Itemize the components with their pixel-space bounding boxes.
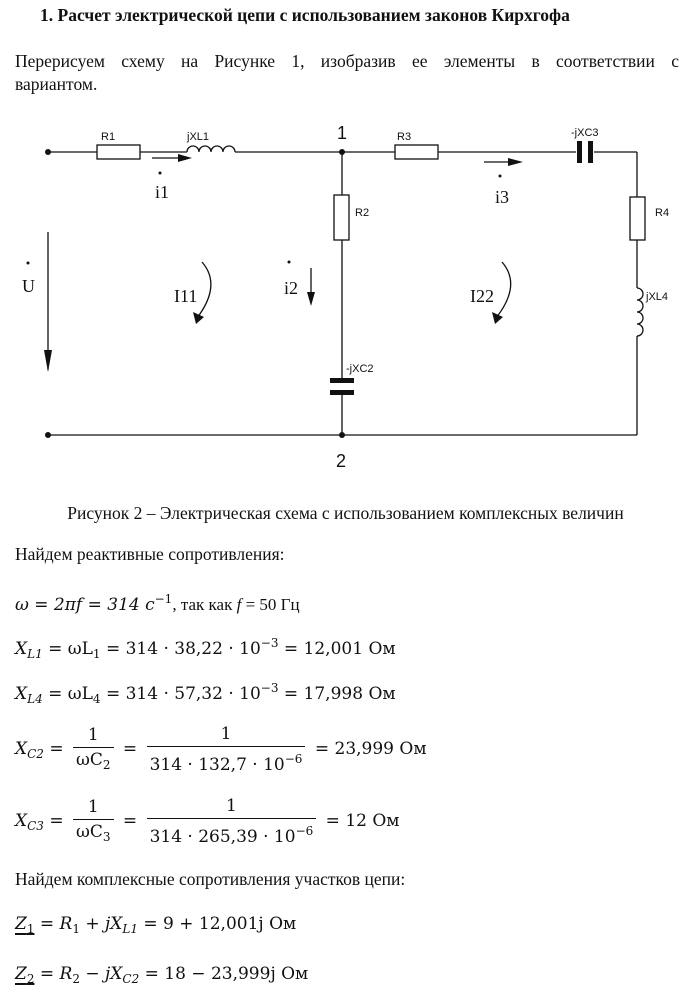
label-jxc3: -jXC3: [571, 127, 599, 139]
intro-line-2: вариантом.: [15, 74, 98, 94]
section-heading: 1. Расчет электрической цепи с использов…: [40, 5, 570, 25]
node-2-label: 2: [336, 451, 346, 471]
capacitor-c2-plate: [330, 378, 354, 383]
formula-xl1: XL1 = ωL1 = 314 · 38,22 · 10−3 = 12,001 …: [15, 636, 396, 661]
terminal: [45, 432, 51, 438]
formula-omega: ω = 2πf = 314 с−1, так как f = 50 Гц: [15, 592, 300, 615]
loop-arrow-i22: [495, 261, 512, 319]
current-i2-label: i2: [284, 278, 298, 298]
voltage-label: U: [22, 276, 35, 296]
figure-caption: Рисунок 2 – Электрическая схема с исполь…: [67, 503, 624, 523]
loop-current-i11-label: I11: [174, 286, 197, 306]
label-r4: R4: [655, 207, 669, 219]
current-i1-label: i1: [155, 182, 169, 202]
text-reactive: Найдем реактивные сопротивления:: [15, 544, 285, 564]
current-i3-label: i3: [495, 187, 509, 207]
label-r3: R3: [397, 131, 411, 143]
resistor-r3: [394, 144, 439, 160]
loop-current-i22-label: I22: [470, 286, 494, 306]
node-1-dot: [339, 149, 345, 155]
capacitor-c2-plate: [330, 390, 354, 395]
label-r1: R1: [101, 131, 115, 143]
terminal: [45, 149, 51, 155]
label-jxl1: jXL1: [186, 131, 209, 143]
text-complex: Найдем комплексные сопротивления участко…: [15, 869, 406, 889]
node-1-label: 1: [337, 123, 347, 143]
resistor-r2: [333, 194, 350, 241]
formula-xl4: XL4 = ωL4 = 314 · 57,32 · 10−3 = 17,998 …: [15, 681, 396, 706]
resistor-r4: [629, 196, 646, 241]
formula-z1: Z1 = R1 + jXL1 = 9 + 12,001j Ом: [15, 914, 297, 936]
circuit-diagram: R1 jXL1 R3 -jXC3 R2 R4 jXL4 -jXC2 1 2 U …: [22, 123, 669, 471]
loop-arrow-i11: [196, 261, 212, 319]
node-2-dot: [339, 432, 345, 438]
intro-line-1: Перерисуем схему на Рисунке 1, изобразив…: [15, 51, 679, 71]
label-jxl4: jXL4: [645, 291, 668, 303]
label-r2: R2: [355, 207, 369, 219]
inductor-l4: [636, 287, 644, 337]
label-jxc2: -jXC2: [346, 363, 374, 375]
resistor-r1: [96, 144, 141, 160]
inductor-l1: [186, 145, 236, 153]
capacitor-c3-plate: [577, 141, 582, 163]
capacitor-c3-plate: [588, 141, 593, 163]
formula-z2: Z2 = R2 − jXC2 = 18 − 23,999j Ом: [15, 964, 309, 986]
